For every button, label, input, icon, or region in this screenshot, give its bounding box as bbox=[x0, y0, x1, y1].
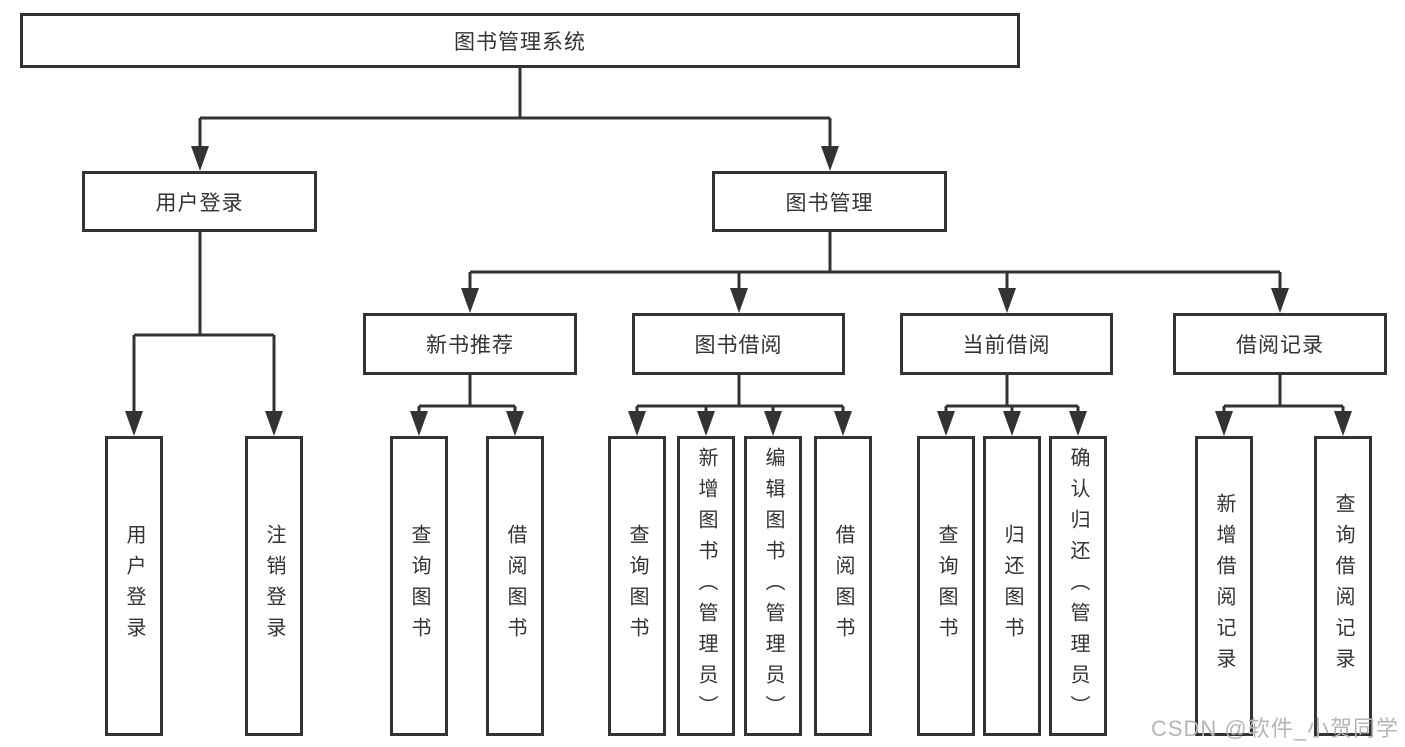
node-current-query-books: 查询图书 bbox=[917, 436, 975, 736]
node-book-management: 图书管理 bbox=[712, 171, 947, 232]
node-book-borrow: 图书借阅 bbox=[632, 313, 845, 375]
node-borrow-borrow-books: 借阅图书 bbox=[814, 436, 872, 736]
node-borrow-records: 借阅记录 bbox=[1173, 313, 1387, 375]
connector-current-borrow-children bbox=[937, 375, 1087, 436]
node-records-query-record: 查询借阅记录 bbox=[1314, 436, 1372, 736]
connector-user-login-children bbox=[125, 232, 283, 436]
node-recommend-borrow-books: 借阅图书 bbox=[486, 436, 544, 736]
connector-new-book-recommend-children bbox=[410, 375, 524, 436]
node-library-management-system: 图书管理系统 bbox=[20, 13, 1020, 68]
node-logout-action: 注销登录 bbox=[245, 436, 303, 736]
connector-borrow-records-children bbox=[1215, 375, 1352, 436]
node-current-confirm-return-admin: 确认归还（管理员） bbox=[1049, 436, 1107, 736]
node-current-return-books: 归还图书 bbox=[983, 436, 1041, 736]
node-records-add-record: 新增借阅记录 bbox=[1195, 436, 1253, 736]
connector-book-borrow-children bbox=[628, 375, 852, 436]
node-current-borrow: 当前借阅 bbox=[900, 313, 1113, 375]
node-borrow-edit-books-admin: 编辑图书（管理员） bbox=[744, 436, 802, 736]
csdn-watermark: CSDN @软件_小贺同学 bbox=[1150, 716, 1399, 741]
node-recommend-query-books: 查询图书 bbox=[390, 436, 448, 736]
node-borrow-add-books-admin: 新增图书（管理员） bbox=[677, 436, 735, 736]
node-user-login: 用户登录 bbox=[82, 171, 317, 232]
node-borrow-query-books: 查询图书 bbox=[608, 436, 666, 736]
connector-book-management-children bbox=[461, 232, 1289, 313]
node-login-action: 用户登录 bbox=[105, 436, 163, 736]
node-new-book-recommend: 新书推荐 bbox=[363, 313, 577, 375]
connector-root-to-level1 bbox=[191, 68, 839, 171]
